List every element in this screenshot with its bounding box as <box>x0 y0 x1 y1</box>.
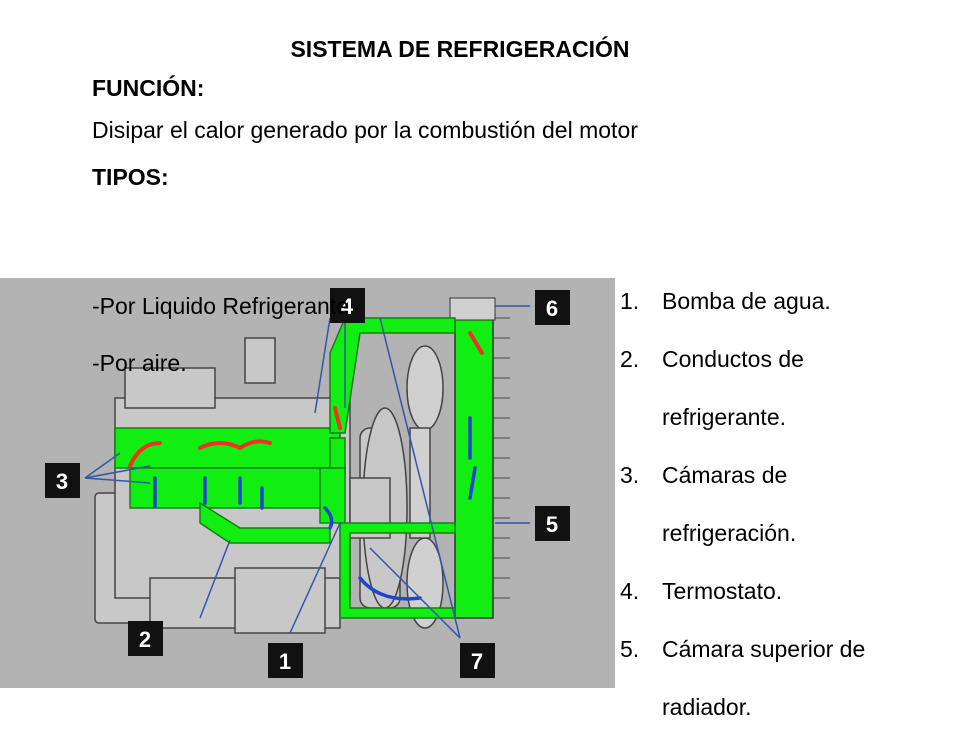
legend-number: 3. <box>620 462 640 488</box>
legend-text: refrigerante. <box>662 404 787 430</box>
function-heading: FUNCIÓN: <box>92 75 205 101</box>
legend-number: 1. <box>620 288 640 314</box>
types-list: -Por Liquido Refrigerante -Por aire. <box>92 278 349 392</box>
legend-text: Cámara superior de <box>662 636 866 662</box>
engine-cooling-diagram: 3 2 1 4 5 6 7 <box>0 278 615 688</box>
legend-text: radiador. <box>662 694 752 720</box>
legend-text: refrigeración. <box>662 520 797 546</box>
legend-number: 2. <box>620 346 640 372</box>
callout-1: 1 <box>279 649 291 674</box>
legend-text: Conductos de <box>662 346 804 372</box>
callout-3: 3 <box>56 469 68 494</box>
legend-text: Bomba de agua. <box>662 288 831 314</box>
function-text: Disipar el calor generado por la combust… <box>92 117 638 143</box>
legend-number: 5. <box>620 636 640 662</box>
legend-item: 5. Cámara superior de radiador. <box>620 620 950 736</box>
callout-7: 7 <box>471 649 483 674</box>
types-item-air: -Por aire. <box>92 350 187 376</box>
callout-2: 2 <box>139 627 151 652</box>
callout-5: 5 <box>546 512 558 537</box>
page-title: SISTEMA DE REFRIGERACIÓN <box>290 36 630 62</box>
legend-item: 4. Termostato. <box>620 562 950 620</box>
legend-item: 3. Cámaras de refrigeración. <box>620 446 950 562</box>
types-heading: TIPOS: <box>92 164 169 190</box>
callout-6: 6 <box>546 296 558 321</box>
legend-item: 2. Conductos de refrigerante. <box>620 330 950 446</box>
function-section: FUNCIÓN: Disipar el calor generado por l… <box>92 70 792 195</box>
legend-number: 4. <box>620 578 640 604</box>
callout-boxes <box>45 288 570 678</box>
legend-item: 1. Bomba de agua. <box>620 272 950 330</box>
legend-list: 1. Bomba de agua. 2. Conductos de refrig… <box>620 272 950 736</box>
callout-4: 4 <box>341 294 354 319</box>
legend-text: Cámaras de <box>662 462 788 488</box>
types-item-liquid: -Por Liquido Refrigerante <box>92 293 349 319</box>
legend-text: Termostato. <box>662 578 783 604</box>
